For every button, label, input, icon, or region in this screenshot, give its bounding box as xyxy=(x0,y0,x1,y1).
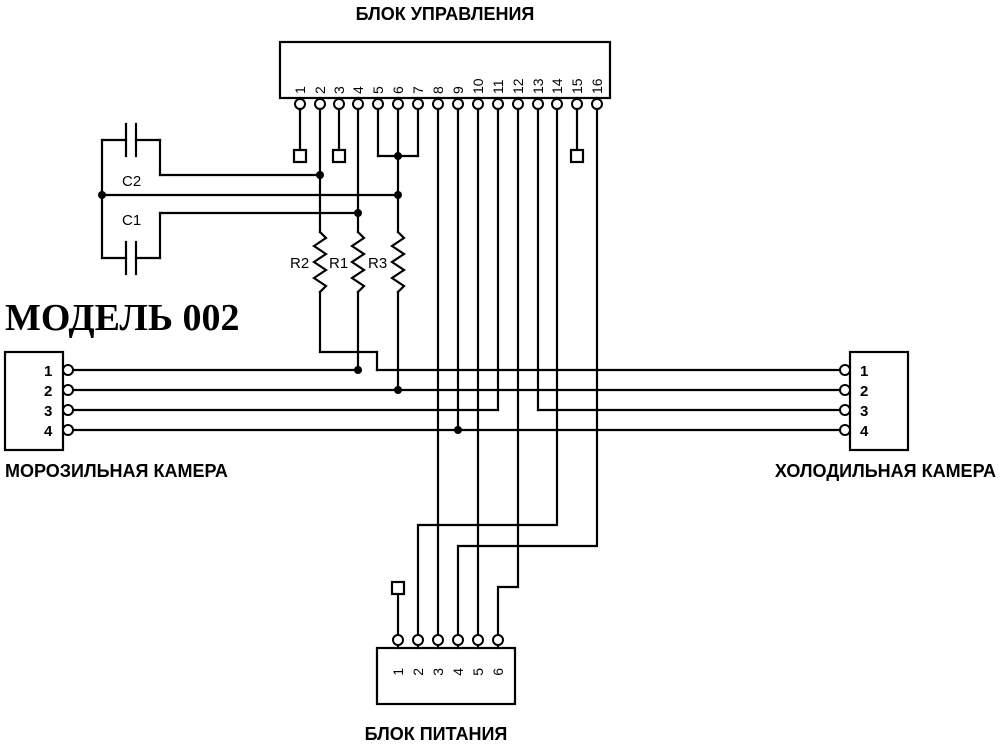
freezer-fridge-bus xyxy=(66,368,847,432)
pin-label: 15 xyxy=(569,78,585,94)
power-unit-box xyxy=(375,646,517,706)
junction-dot xyxy=(354,366,362,374)
pin-label: 2 xyxy=(410,668,426,676)
capacitor-c2 xyxy=(100,122,322,197)
resistor-r1 xyxy=(350,107,366,372)
pin-label: 10 xyxy=(470,78,486,94)
pin-label: 13 xyxy=(530,78,546,94)
control-pin-circles xyxy=(294,98,603,110)
unused-pin-terminals xyxy=(292,107,585,164)
power-unit-title: БЛОК ПИТАНИЯ xyxy=(365,724,508,744)
pin-label: 4 xyxy=(350,86,366,94)
pin-label: 12 xyxy=(510,78,526,94)
pin-label: 2 xyxy=(860,383,868,400)
r3-label: R3 xyxy=(368,255,387,272)
r1-label: R1 xyxy=(329,255,348,272)
pin-label: 2 xyxy=(44,383,52,400)
control-unit-box xyxy=(278,40,612,100)
junction-dot xyxy=(394,191,402,199)
fridge-title: ХОЛОДИЛЬНАЯ КАМЕРА xyxy=(775,461,996,481)
pin-label: 6 xyxy=(390,86,406,94)
fridge-pin-circles xyxy=(839,364,851,436)
c2-label: C2 xyxy=(122,173,141,190)
pin-label: 1 xyxy=(292,86,308,94)
pin-label: 4 xyxy=(450,668,466,676)
control-unit-title: БЛОК УПРАВЛЕНИЯ xyxy=(356,4,535,24)
freezer-pin-labels: 1 2 3 4 xyxy=(44,363,53,440)
pin-label: 7 xyxy=(410,86,426,94)
freezer-pin-circles xyxy=(62,364,74,436)
pin-label: 2 xyxy=(312,86,328,94)
freezer-connector-box xyxy=(3,350,65,452)
junction-dot xyxy=(394,386,402,394)
model-title: МОДЕЛЬ 002 xyxy=(5,297,239,339)
pin-label: 3 xyxy=(430,668,446,676)
c1-label: C1 xyxy=(122,212,141,229)
pin-label: 1 xyxy=(860,363,868,380)
pin-label: 3 xyxy=(44,403,52,420)
pin-label: 3 xyxy=(860,403,868,420)
junction-dot xyxy=(316,171,324,179)
resistor-r3 xyxy=(390,107,406,392)
junction-dot xyxy=(98,191,106,199)
pin-label: 5 xyxy=(470,668,486,676)
pin-label: 16 xyxy=(589,78,605,94)
pin-label: 5 xyxy=(370,86,386,94)
pin-label: 11 xyxy=(490,79,506,94)
freezer-title: МОРОЗИЛЬНАЯ КАМЕРА xyxy=(5,461,228,481)
fridge-connector-box xyxy=(848,350,910,452)
junction-dot xyxy=(354,209,362,217)
resistor-r2 xyxy=(312,107,379,372)
pin-label: 1 xyxy=(44,363,52,380)
pin-label: 6 xyxy=(490,668,506,676)
r2-label: R2 xyxy=(290,255,309,272)
power-pin-circles xyxy=(392,634,504,646)
pin-label: 1 xyxy=(390,668,406,676)
pin-label: 3 xyxy=(331,86,347,94)
pin-label: 4 xyxy=(860,423,869,440)
pin-label: 8 xyxy=(430,86,446,94)
pin-label: 14 xyxy=(549,78,565,94)
fridge-pin-labels: 1 2 3 4 xyxy=(860,363,869,440)
capacitor-c1 xyxy=(100,193,360,276)
power-unit-wires xyxy=(390,107,599,650)
control-vertical-wires xyxy=(456,107,540,432)
pin-label: 9 xyxy=(450,86,466,94)
pin-label: 4 xyxy=(44,423,53,440)
